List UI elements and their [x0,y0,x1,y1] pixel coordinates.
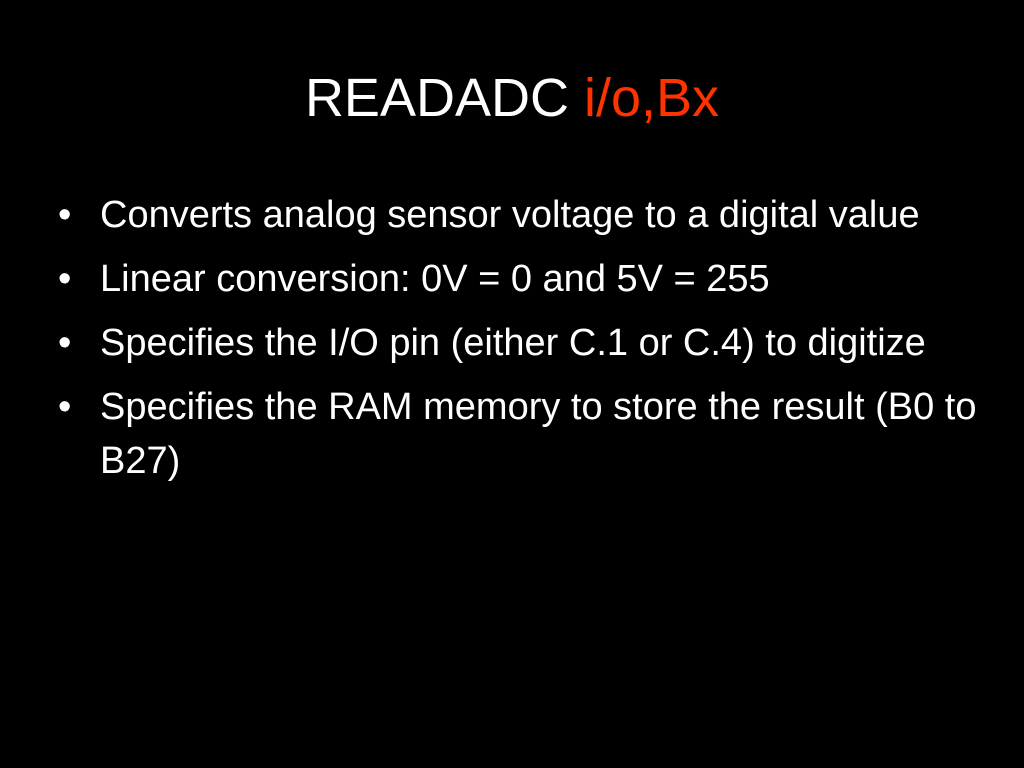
bullet-icon: • [58,386,72,428]
bullet-item: • Specifies the I/O pin (either C.1 or C… [58,316,978,370]
bullet-icon: • [58,322,72,364]
title-parameters: i/o,Bx [583,68,720,128]
bullet-icon: • [58,194,72,236]
bullet-list: • Converts analog sensor voltage to a di… [58,188,978,498]
slide-title: READADC i/o,Bx [0,62,1024,134]
bullet-text: Specifies the RAM memory to store the re… [100,386,977,482]
bullet-item: • Converts analog sensor voltage to a di… [58,188,978,242]
title-command: READADC [304,68,584,128]
bullet-item: • Specifies the RAM memory to store the … [58,380,978,488]
bullet-text: Specifies the I/O pin (either C.1 or C.4… [100,322,926,364]
bullet-item: • Linear conversion: 0V = 0 and 5V = 255 [58,252,978,306]
bullet-icon: • [58,258,72,300]
bullet-text: Converts analog sensor voltage to a digi… [100,194,920,236]
bullet-text: Linear conversion: 0V = 0 and 5V = 255 [100,258,770,300]
